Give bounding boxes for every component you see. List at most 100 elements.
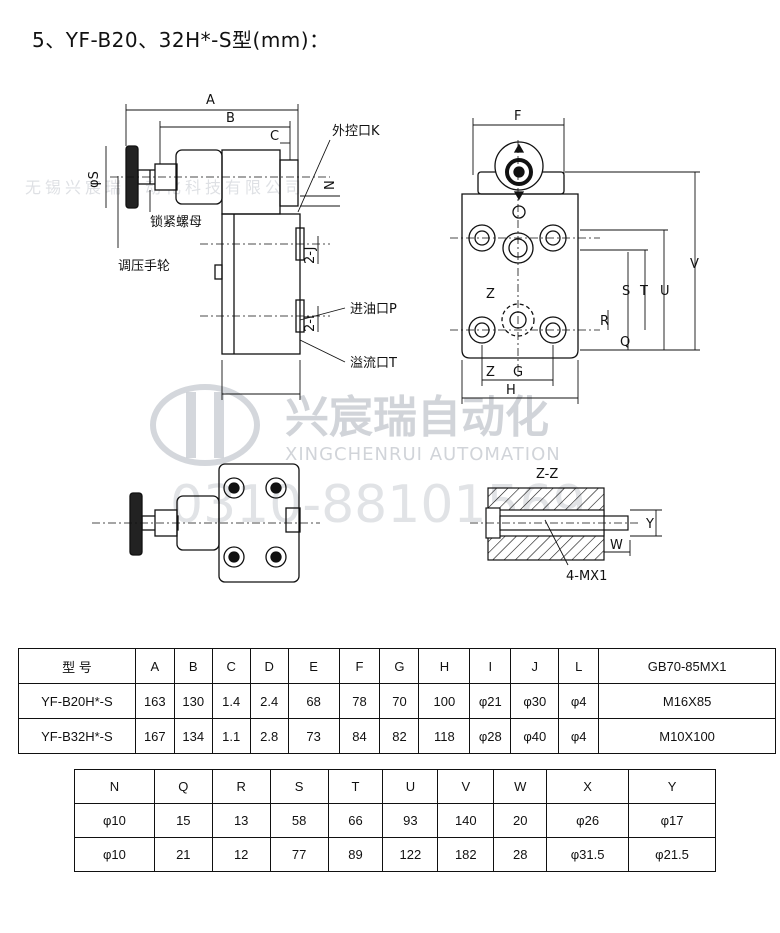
table-header-cell: GB70-85MX1 <box>598 648 776 684</box>
table-cell: 1.1 <box>211 718 251 754</box>
table-cell: 163 <box>134 683 175 719</box>
table-header-cell: 型 号 <box>18 648 136 684</box>
table-cell: 140 <box>437 803 495 838</box>
table-header-cell: G <box>379 648 420 684</box>
table-cell: 13 <box>211 803 271 838</box>
dim-label-2J: 2-J <box>303 246 318 264</box>
table-row: YF-B20H*-S 163 130 1.4 2.4 68 78 70 100 … <box>18 683 776 719</box>
callout-4-mx1: 4-MX1 <box>566 569 607 584</box>
front-view <box>450 140 600 380</box>
table-header-cell: Q <box>153 769 213 804</box>
table-header-cell: A <box>134 648 175 684</box>
table-cell: φ31.5 <box>546 837 630 872</box>
table-cell: 78 <box>338 683 381 719</box>
table-cell: 100 <box>418 683 471 719</box>
table-header-cell: T <box>327 769 384 804</box>
table-header-row: 型 号 A B C D E F G H I J L GB70-85MX1 <box>18 648 776 684</box>
dim-label-2I: 2-I <box>303 315 318 332</box>
table-header-cell: J <box>510 648 560 684</box>
page-title: 5、YF-B20、32H*-S型(mm)： <box>32 28 330 52</box>
table-row: YF-B32H*-S 167 134 1.1 2.8 73 84 82 118 … <box>18 718 776 754</box>
table-cell: φ17 <box>628 803 716 838</box>
table-header-cell: E <box>287 648 340 684</box>
table-header-cell: U <box>382 769 439 804</box>
front-view-dimensions <box>461 118 700 404</box>
table-header-cell: N <box>74 769 155 804</box>
table-cell: M16X85 <box>598 683 776 719</box>
table-cell: 122 <box>382 837 439 872</box>
table-cell: φ10 <box>74 837 155 872</box>
table-cell: M10X100 <box>598 718 776 754</box>
table-header-cell: H <box>418 648 471 684</box>
dim-label-H: H <box>506 383 516 398</box>
table-cell: 134 <box>173 718 213 754</box>
table-header-cell: W <box>493 769 548 804</box>
watermark: 无锡兴宸瑞自动化科技有限公司 兴宸瑞自动化 XINGCHENRUI AUTOMA… <box>25 178 586 535</box>
table-cell: φ26 <box>546 803 630 838</box>
table-cell: φ10 <box>74 803 155 838</box>
table-cell: 1.4 <box>211 683 251 719</box>
table-cell: 77 <box>269 837 329 872</box>
top-view <box>92 463 320 583</box>
table-cell: 70 <box>379 683 420 719</box>
dim-label-R: R <box>600 314 609 329</box>
callout-overflow-port: 溢流口T <box>350 356 397 371</box>
callout-lock-nut: 锁紧螺母 <box>150 214 202 230</box>
dim-label-N: N <box>323 180 338 190</box>
spec-table-2: N Q R S T U V W X Y φ10 15 13 58 66 93 1… <box>74 769 716 872</box>
table-cell: 130 <box>173 683 213 719</box>
dim-label-A: A <box>206 93 215 108</box>
side-view-labels: A B C φS N 2-J 2-I 外控口K 锁紧螺母 调压手轮 进油口P 溢… <box>87 93 397 371</box>
table-header-cell: R <box>211 769 271 804</box>
table-cell: 89 <box>327 837 384 872</box>
table-cell: 73 <box>287 718 340 754</box>
table-cell: 82 <box>379 718 420 754</box>
table-cell: YF-B32H*-S <box>18 718 136 754</box>
section-title: Z-Z <box>536 467 558 482</box>
table-cell: φ4 <box>558 683 600 719</box>
table-cell: 20 <box>493 803 548 838</box>
table-cell: 28 <box>493 837 548 872</box>
table-cell: φ21.5 <box>628 837 716 872</box>
dim-label-V: V <box>690 257 699 272</box>
table-cell: φ40 <box>510 718 560 754</box>
table-cell: φ28 <box>469 718 512 754</box>
dim-label-W: W <box>610 538 623 553</box>
callout-control-port: 外控口K <box>332 124 380 139</box>
table-header-cell: I <box>469 648 512 684</box>
table-header-cell: L <box>558 648 600 684</box>
dim-label-phiS: φS <box>87 171 102 188</box>
watermark-company-cn: 兴宸瑞自动化 <box>285 392 549 443</box>
table-cell: 167 <box>134 718 175 754</box>
table-cell: 118 <box>418 718 471 754</box>
table-row: φ10 15 13 58 66 93 140 20 φ26 φ17 <box>74 803 716 838</box>
dim-label-U: U <box>660 284 670 299</box>
table-cell: 93 <box>382 803 439 838</box>
table-header-cell: D <box>249 648 289 684</box>
callout-handwheel: 调压手轮 <box>118 259 170 274</box>
table-header-cell: B <box>173 648 213 684</box>
dim-label-C: C <box>270 129 279 144</box>
table-cell: 68 <box>287 683 340 719</box>
watermark-logo <box>150 384 260 466</box>
table-cell: 182 <box>437 837 495 872</box>
section-z-z <box>470 487 662 566</box>
table-header-cell: S <box>269 769 329 804</box>
table-header-cell: Y <box>628 769 716 804</box>
table-cell: 2.8 <box>249 718 289 754</box>
table-header-cell: C <box>211 648 251 684</box>
spec-table-1: 型 号 A B C D E F G H I J L GB70-85MX1 YF-… <box>18 648 776 754</box>
table-header-cell: X <box>546 769 630 804</box>
table-cell: 21 <box>153 837 213 872</box>
table-header-cell: F <box>338 648 381 684</box>
dim-label-Z-center: Z <box>486 287 495 302</box>
table-cell: 66 <box>327 803 384 838</box>
dim-label-T: T <box>639 284 648 299</box>
table-cell: 15 <box>153 803 213 838</box>
dim-label-Z-bottom: Z <box>486 365 495 380</box>
side-view-dimensions <box>105 104 346 400</box>
dim-label-Y: Y <box>645 517 654 532</box>
technical-drawing: 无锡兴宸瑞自动化科技有限公司 兴宸瑞自动化 XINGCHENRUI AUTOMA… <box>25 93 700 584</box>
dim-label-B: B <box>226 111 235 126</box>
table-cell: φ21 <box>469 683 512 719</box>
